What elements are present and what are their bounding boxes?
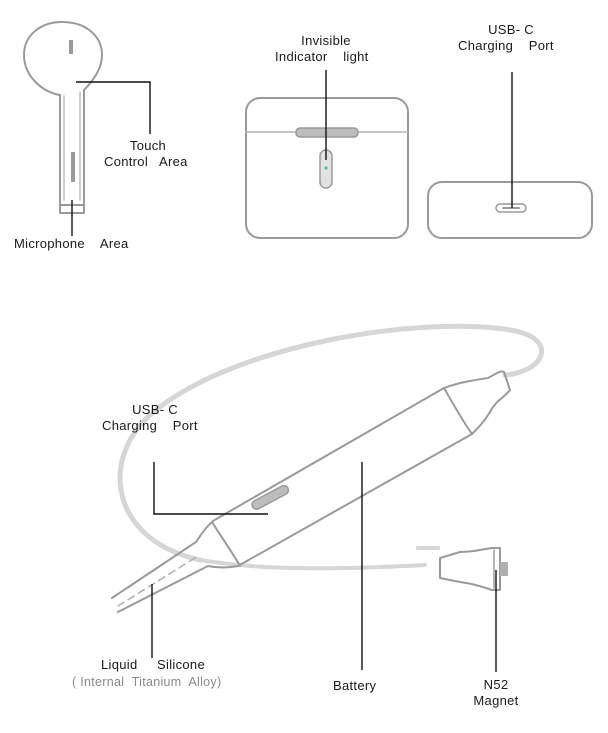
magnet-tip: [500, 562, 508, 576]
usbc-band-leader: [153, 462, 268, 515]
touch-leader: [76, 81, 151, 134]
case-bottom-drawing: [427, 181, 593, 239]
silicone-label-line2: ( Internal Titanium Alloy): [72, 675, 222, 689]
case-front-hinge: [295, 127, 359, 138]
housing-seam-back: [443, 387, 473, 435]
neckband-tail: [198, 558, 427, 571]
neckband-loop: [117, 323, 545, 563]
indicator-label-line2: Indicator light: [275, 49, 369, 64]
housing-outline: [111, 370, 511, 613]
earbud-mic-slot: [71, 152, 75, 182]
battery-label: Battery: [333, 678, 377, 693]
usbc-band-label-line2: Charging Port: [102, 418, 198, 433]
case-usbc-port-inner: [502, 207, 520, 209]
earbud-drawing: [23, 21, 103, 214]
magnet-label-line1: N52: [483, 677, 509, 692]
cable-dashes: [117, 555, 199, 607]
magnet-connector-outline: [439, 547, 501, 591]
band-usbc-port: [251, 484, 290, 510]
case-usbc-port: [495, 203, 527, 213]
silicone-label-line1: Liquid Silicone: [101, 657, 205, 672]
touch-label-line1: Touch: [129, 138, 167, 153]
battery-housing-drawing: [111, 370, 511, 613]
usbc-case-label-line1: USB- C: [488, 22, 534, 37]
leader-lines: [71, 70, 513, 672]
case-front-drawing: [245, 97, 409, 239]
microphone-label: Microphone Area: [14, 236, 129, 251]
touch-label-line2: Control Area: [104, 154, 188, 169]
earbud-speaker-slot: [69, 40, 73, 54]
magnet-connector-drawing: [439, 547, 508, 591]
earbud-stem-inner: [63, 91, 81, 201]
case-bottom-body: [427, 181, 593, 239]
case-indicator-led: [324, 166, 328, 170]
earbud-outline: [23, 21, 103, 206]
usbc-band-label-line1: USB- C: [132, 402, 178, 417]
case-front-body: [245, 97, 409, 239]
indicator-label-line1: Invisible: [301, 33, 351, 48]
usbc-case-label-line2: Charging Port: [458, 38, 554, 53]
magnet-label-line2: Magnet: [473, 693, 519, 708]
housing-seam-front: [211, 521, 241, 567]
